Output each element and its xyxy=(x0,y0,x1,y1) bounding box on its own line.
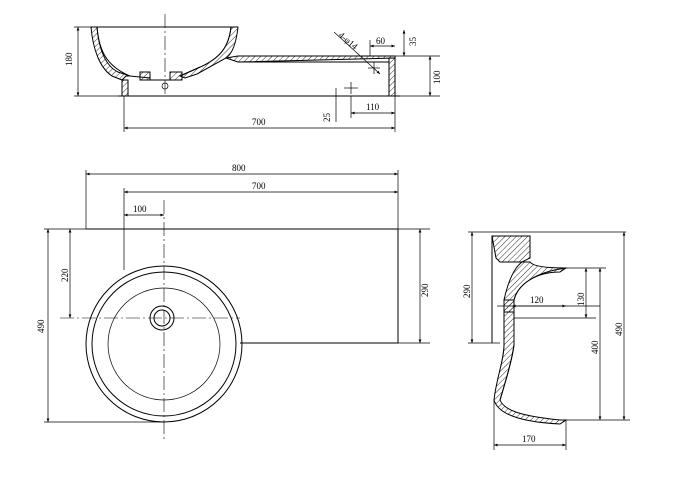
dim-400-label: 400 xyxy=(590,340,600,354)
dim-180-label: 180 xyxy=(64,52,74,66)
plan-view: 800 700 100 220 490 290 xyxy=(36,163,430,440)
shelf-end xyxy=(388,57,396,97)
side-section-view: 290 120 130 400 490 170 xyxy=(462,231,630,450)
dim-110-label: 110 xyxy=(366,102,380,112)
bowl-inner-left xyxy=(96,26,151,79)
dim-700-plan-label: 700 xyxy=(252,181,266,191)
dim-170-label: 170 xyxy=(522,434,536,444)
dim-220-label: 220 xyxy=(60,268,70,282)
counter-outline xyxy=(86,228,399,344)
dim-490-side-label: 490 xyxy=(614,322,624,336)
dim-60-label: 60 xyxy=(376,36,386,46)
drain-right xyxy=(169,71,183,81)
dim-800-label: 800 xyxy=(232,163,246,173)
dim-290-plan-label: 290 xyxy=(420,283,430,297)
dim-490-plan-label: 490 xyxy=(36,319,46,333)
dim-hole-label: 4-φ14 xyxy=(337,30,360,52)
dim-25-label: 25 xyxy=(322,113,332,123)
dim-120-label: 120 xyxy=(530,295,544,305)
dim-130-label: 130 xyxy=(576,292,586,306)
dim-700-top-label: 700 xyxy=(252,117,266,127)
top-section-view: 180 60 35 100 4-φ14 25 110 700 xyxy=(64,14,442,132)
bowl-inner-right xyxy=(179,26,232,77)
basin-section-left xyxy=(90,26,131,81)
dim-100-label: 100 xyxy=(432,70,442,84)
side-shelf-section xyxy=(491,235,531,263)
dim-290-side-label: 290 xyxy=(462,284,472,298)
dim-100-plan-label: 100 xyxy=(133,204,147,214)
shelf-top xyxy=(225,55,396,63)
side-bowl-section xyxy=(493,261,568,425)
drain-mark xyxy=(161,82,169,90)
foot-left xyxy=(121,79,129,97)
dim-hole-leader xyxy=(333,31,381,75)
dim-35-label: 35 xyxy=(408,37,418,47)
drain-left xyxy=(139,71,151,81)
